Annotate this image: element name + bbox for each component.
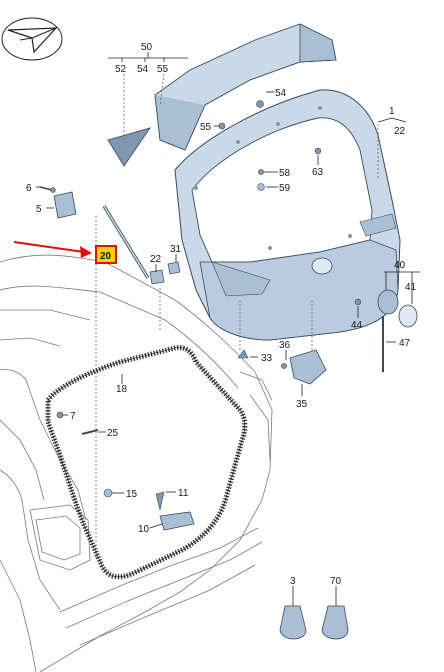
label-54a: 54 bbox=[137, 64, 149, 75]
label-52: 52 bbox=[115, 64, 127, 75]
ball-stud bbox=[167, 261, 181, 275]
striker-10 bbox=[159, 511, 195, 531]
tailgate-panel bbox=[174, 89, 401, 341]
stop-15 bbox=[103, 488, 113, 498]
ball-stud-bracket bbox=[149, 269, 165, 285]
emblem-41 bbox=[398, 304, 418, 328]
nut-44 bbox=[354, 298, 362, 306]
label-10: 10 bbox=[138, 524, 150, 535]
label-7: 7 bbox=[70, 411, 76, 422]
rear-spoiler bbox=[154, 23, 337, 151]
highlight-box-20 bbox=[95, 245, 117, 264]
handle-unit bbox=[377, 289, 399, 315]
leader-lines bbox=[36, 52, 420, 606]
tailgate-opening-seal bbox=[45, 345, 248, 580]
bolt-25 bbox=[81, 429, 99, 435]
bolt-11 bbox=[155, 491, 165, 511]
label-36: 36 bbox=[279, 340, 291, 351]
label-15: 15 bbox=[126, 489, 138, 500]
label-41: 41 bbox=[405, 282, 417, 293]
origami-bird-icon bbox=[1, 17, 63, 61]
label-33: 33 bbox=[261, 353, 273, 364]
vehicle-body bbox=[0, 254, 273, 672]
part-labels: 50 52 54 55 54 55 1 22 58 59 63 6 5 20 3… bbox=[26, 42, 417, 587]
label-5: 5 bbox=[36, 204, 42, 215]
label-47: 47 bbox=[399, 338, 411, 349]
label-63: 63 bbox=[312, 167, 324, 178]
label-44: 44 bbox=[351, 320, 363, 331]
lubricant-sachet-70 bbox=[321, 605, 349, 640]
label-11: 11 bbox=[178, 488, 189, 499]
label-35: 35 bbox=[296, 399, 308, 410]
label-55a: 55 bbox=[157, 64, 169, 75]
label-22-top: 22 bbox=[394, 126, 406, 137]
label-25: 25 bbox=[107, 428, 119, 439]
clip-54 bbox=[256, 100, 264, 108]
label-31: 31 bbox=[170, 244, 182, 255]
cap-59 bbox=[257, 183, 265, 191]
label-40: 40 bbox=[394, 260, 406, 271]
label-58: 58 bbox=[279, 168, 291, 179]
strut-bracket bbox=[53, 191, 77, 219]
screw-36 bbox=[281, 363, 287, 369]
gas-strut bbox=[102, 205, 150, 279]
label-18: 18 bbox=[116, 384, 128, 395]
label-50: 50 bbox=[141, 42, 153, 53]
label-59: 59 bbox=[279, 183, 291, 194]
nut-58 bbox=[258, 169, 264, 175]
label-6: 6 bbox=[26, 183, 32, 194]
label-70: 70 bbox=[330, 576, 342, 587]
label-55b: 55 bbox=[200, 122, 212, 133]
screw-63 bbox=[314, 147, 322, 155]
clip-7 bbox=[56, 411, 64, 419]
cap-33 bbox=[237, 349, 249, 359]
label-54b: 54 bbox=[275, 88, 287, 99]
label-1: 1 bbox=[389, 106, 395, 117]
spoiler-cover-cap bbox=[107, 127, 151, 167]
label-22: 22 bbox=[150, 254, 162, 265]
tailgate-latch bbox=[289, 349, 327, 385]
lubricant-sachet-3 bbox=[279, 605, 307, 640]
bolt-6 bbox=[39, 186, 56, 193]
red-arrow-icon bbox=[13, 241, 92, 258]
label-20: 20 bbox=[100, 251, 112, 262]
label-3: 3 bbox=[290, 576, 296, 587]
